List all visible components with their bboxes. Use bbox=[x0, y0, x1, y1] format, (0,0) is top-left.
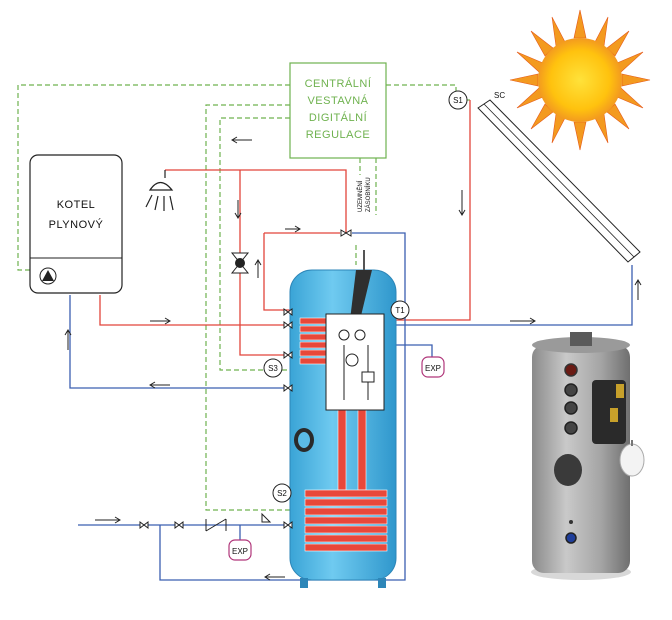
exp1-label: EXP bbox=[425, 364, 441, 373]
boiler-label-line2: PLYNOVÝ bbox=[49, 218, 104, 231]
svg-text:T1: T1 bbox=[395, 306, 405, 315]
svg-text:S1: S1 bbox=[453, 96, 463, 105]
sensor-t1: T1 bbox=[390, 300, 410, 320]
check-valve-icon bbox=[205, 518, 227, 532]
flow-arrows bbox=[64, 136, 642, 581]
grounding-label: UZEMNĚNÍ ZÁSOBNÍKU bbox=[356, 177, 372, 212]
hot-water-pipes bbox=[99, 100, 471, 356]
valves bbox=[139, 229, 352, 529]
grounding-line1: UZEMNĚNÍ bbox=[356, 180, 364, 212]
controller-line2: VESTAVNÁ bbox=[307, 94, 368, 107]
exp2-label: EXP bbox=[232, 547, 248, 556]
sensor-s2: S2 bbox=[272, 483, 292, 503]
controller-line1: CENTRÁLNÍ bbox=[305, 77, 372, 90]
gas-boiler: KOTEL PLYNOVÝ bbox=[29, 154, 123, 294]
sensor-s3: S3 bbox=[263, 358, 283, 378]
controller-line4: REGULACE bbox=[306, 129, 371, 141]
circulation-pump-icon bbox=[230, 252, 250, 274]
controller-line3: DIGITÁLNÍ bbox=[309, 111, 368, 124]
svg-text:S3: S3 bbox=[268, 364, 278, 373]
sun-icon bbox=[509, 9, 651, 151]
storage-tank bbox=[289, 250, 397, 588]
tank-photo bbox=[531, 332, 645, 580]
sensor-s1: S1 bbox=[448, 90, 468, 110]
solar-collector: SC bbox=[477, 91, 641, 263]
expansion-tank-2: EXP bbox=[228, 539, 252, 561]
central-controller: CENTRÁLNÍ VESTAVNÁ DIGITÁLNÍ REGULACE bbox=[289, 62, 387, 159]
upper-heating-coil bbox=[299, 317, 331, 365]
control-wiring bbox=[17, 84, 470, 511]
shower-icon bbox=[145, 170, 174, 211]
svg-text:S2: S2 bbox=[277, 489, 287, 498]
boiler-label-line1: KOTEL bbox=[57, 199, 96, 211]
expansion-tank-1: EXP bbox=[421, 356, 445, 378]
grounding-line2: ZÁSOBNÍKU bbox=[365, 177, 372, 212]
cold-water-pipes bbox=[69, 232, 633, 581]
collector-label: SC bbox=[494, 91, 505, 100]
